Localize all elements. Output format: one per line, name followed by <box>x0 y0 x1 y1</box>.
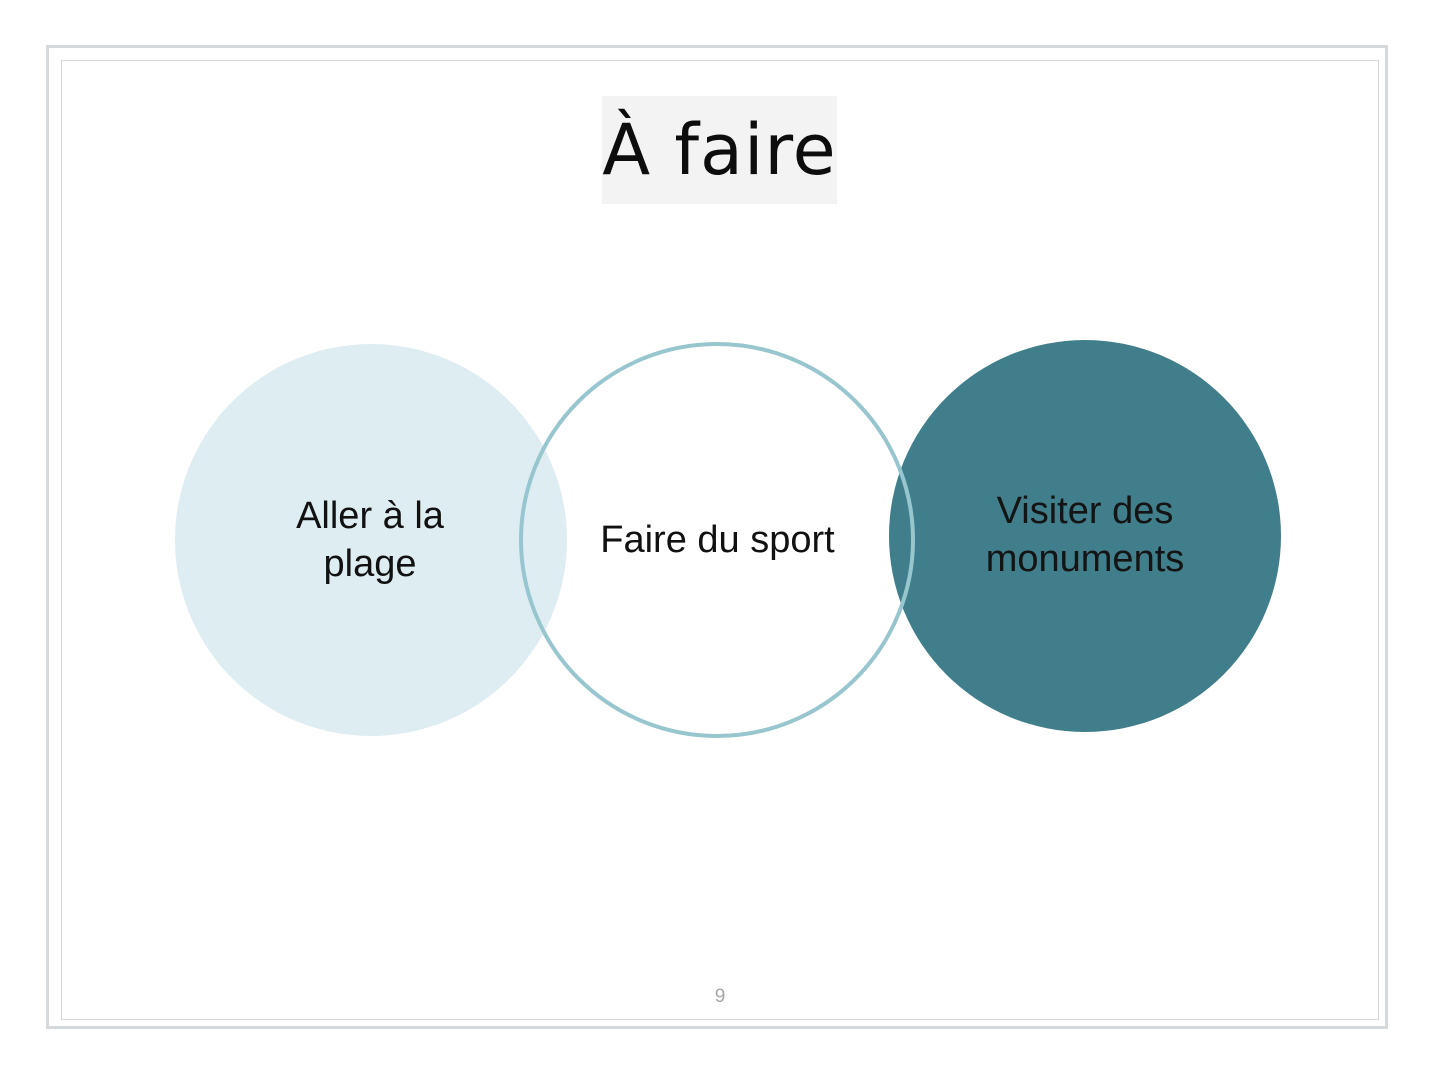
slide-title: À faire <box>602 96 837 204</box>
label-text: Faire du sport <box>600 519 835 561</box>
slide-title-text: À faire <box>602 109 837 191</box>
label-faire-du-sport: Faire du sport <box>560 500 875 580</box>
page-number: 9 <box>714 986 726 1007</box>
label-visiter-des-monuments: Visiter des monuments <box>950 475 1220 595</box>
circle-visiter-des-monuments <box>889 340 1281 732</box>
label-aller-a-la-plage: Aller à la plage <box>250 480 490 600</box>
circle-aller-a-la-plage <box>175 344 567 736</box>
label-text: Visiter des monuments <box>985 490 1185 580</box>
label-text: Aller à la plage <box>296 495 444 585</box>
circle-faire-du-sport <box>519 342 915 738</box>
